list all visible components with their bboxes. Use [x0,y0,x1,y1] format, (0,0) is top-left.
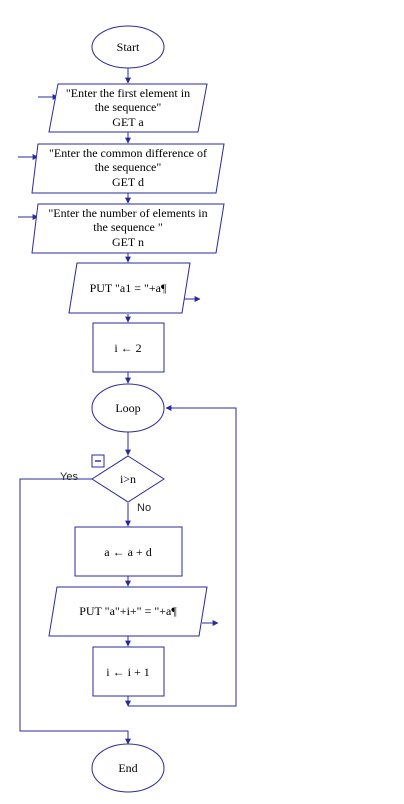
input-a-node: "Enter the first element in the sequence… [48,83,208,133]
output-ai-node: PUT "a"+i+" = "+a¶ [48,586,208,637]
input-n-line-3: GET n [112,235,144,249]
input-a-line-1: "Enter the first element in [66,86,190,100]
input-a-line-2: the sequence" [95,100,162,114]
output-a1-node: PUT "a1 = "+a¶ [68,262,191,314]
output-ai-label: PUT "a"+i+" = "+a¶ [79,604,177,618]
update-a-label: a ← a + d [104,545,151,559]
start-label: Start [117,40,140,54]
connectors [18,67,237,745]
loop-label: Loop [115,401,140,415]
input-d-line-1: "Enter the common difference of [49,146,207,160]
input-n-node: "Enter the number of elements in the seq… [31,203,225,254]
yes-branch-connector [19,478,131,745]
yes-label: Yes [60,471,78,483]
increment-i-node: i ← i + 1 [92,646,165,697]
input-d-node: "Enter the common difference of the sequ… [31,143,225,194]
output-a1-label: PUT "a1 = "+a¶ [90,281,167,295]
no-label: No [137,502,151,514]
condition-node: i>n [91,455,165,503]
end-label: End [118,761,137,775]
assign-i-node: i ← 2 [92,322,165,373]
update-a-node: a ← a + d [74,526,183,577]
loop-node: Loop [91,383,165,433]
start-node: Start [91,25,165,69]
input-n-line-1: "Enter the number of elements in [48,206,207,220]
input-d-line-3: GET d [112,175,144,189]
input-n-line-2: the sequence " [93,220,163,234]
condition-label: i>n [120,472,136,486]
assign-i-label: i ← 2 [114,341,141,355]
end-node: End [91,743,165,793]
minus-box-icon[interactable] [91,454,105,468]
loop-back-connector [128,405,237,707]
input-d-line-2: the sequence" [95,160,162,174]
increment-i-label: i ← i + 1 [106,665,149,679]
input-a-line-3: GET a [112,115,144,129]
